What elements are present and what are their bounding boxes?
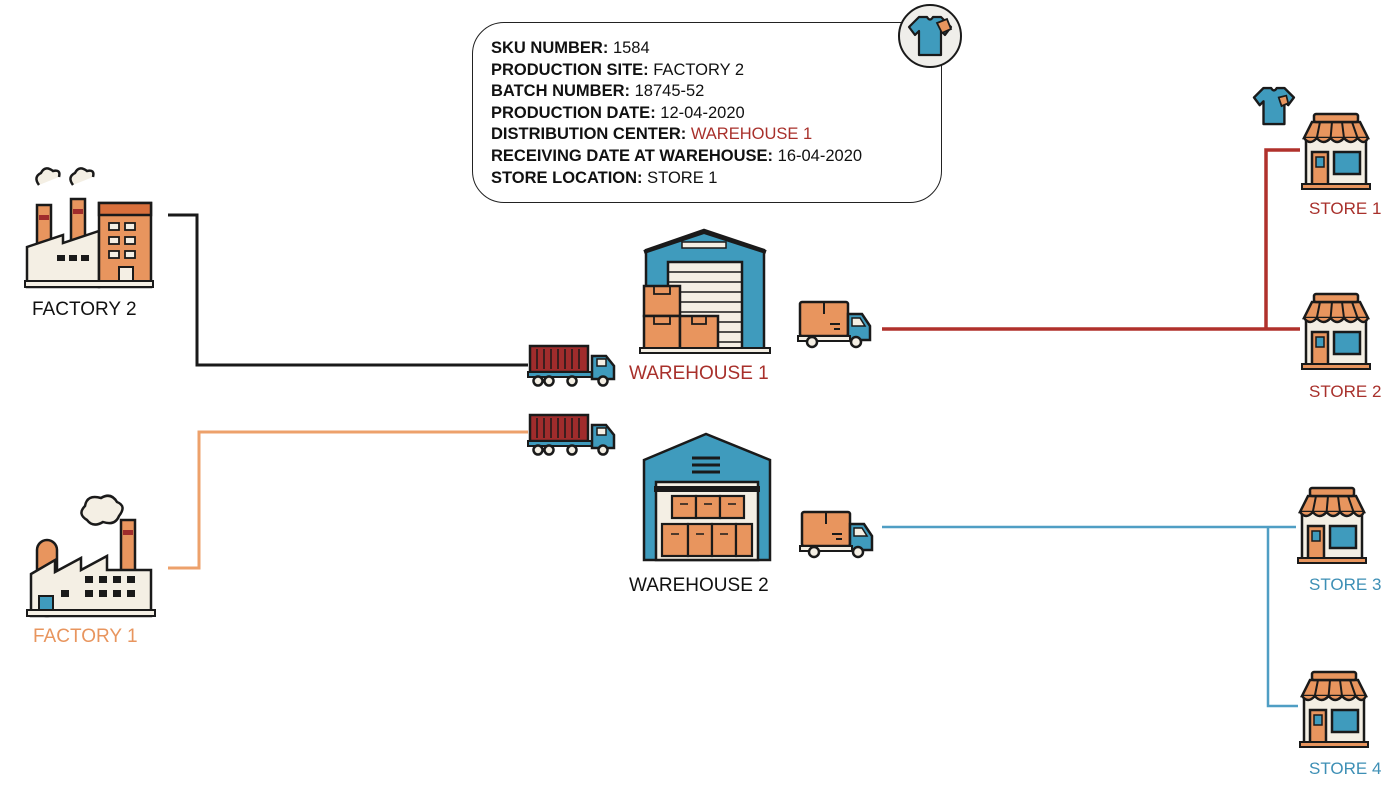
line-factory1-warehouse2 (168, 430, 528, 570)
line-warehouse2-store4 (1266, 527, 1298, 708)
product-trace-card: SKU NUMBER: 1584 PRODUCTION SITE: FACTOR… (472, 22, 942, 203)
store4-label: STORE 4 (1309, 759, 1382, 778)
store2-label: STORE 2 (1309, 382, 1382, 401)
info-key: DISTRIBUTION CENTER: (491, 125, 687, 144)
info-row-sku: SKU NUMBER: 1584 (491, 38, 941, 60)
store3-label: STORE 3 (1309, 575, 1382, 594)
warehouse2-label: WAREHOUSE 2 (629, 575, 769, 596)
tshirt-icon (1252, 86, 1296, 126)
tshirt-tag-icon (898, 4, 962, 68)
info-row-receiving-date: RECEIVING DATE AT WAREHOUSE: 16-04-2020 (491, 146, 941, 168)
info-row-distribution-center: DISTRIBUTION CENTER: WAREHOUSE 1 (491, 124, 941, 146)
info-value: 1584 (612, 39, 650, 57)
store4-icon (1298, 670, 1370, 749)
info-row-store-location: STORE LOCATION: STORE 1 (491, 168, 941, 190)
container-truck-icon (526, 344, 616, 387)
factory1-icon (26, 494, 156, 618)
line-warehouse1-store1 (1264, 148, 1300, 329)
info-key: BATCH NUMBER: (491, 82, 631, 101)
info-value: FACTORY 2 (653, 60, 745, 79)
factory2-label: FACTORY 2 (32, 299, 137, 320)
line-factory2-warehouse1 (168, 213, 528, 367)
store1-icon (1300, 112, 1372, 191)
delivery-van-icon (796, 300, 872, 349)
info-value: STORE 1 (647, 168, 718, 187)
info-key: PRODUCTION DATE: (491, 103, 656, 122)
delivery-van-icon (798, 510, 874, 559)
info-key: RECEIVING DATE AT WAREHOUSE: (491, 146, 774, 165)
warehouse1-label: WAREHOUSE 1 (629, 363, 769, 384)
info-row-production-date: PRODUCTION DATE: 12-04-2020 (491, 103, 941, 125)
factory1-label: FACTORY 1 (33, 626, 138, 647)
info-key: STORE LOCATION: (491, 168, 643, 187)
info-value: WAREHOUSE 1 (690, 125, 813, 144)
trace-details: SKU NUMBER: 1584 PRODUCTION SITE: FACTOR… (491, 38, 941, 189)
info-key: SKU NUMBER: (491, 39, 609, 57)
info-value: 16-04-2020 (777, 146, 863, 165)
info-row-production-site: PRODUCTION SITE: FACTORY 2 (491, 60, 941, 82)
store3-icon (1296, 486, 1368, 565)
factory2-icon (24, 167, 154, 289)
store1-label: STORE 1 (1309, 199, 1382, 218)
info-row-batch: BATCH NUMBER: 18745-52 (491, 81, 941, 103)
container-truck-icon (526, 413, 616, 456)
store2-icon (1300, 292, 1372, 371)
warehouse1-icon (639, 228, 771, 354)
warehouse2-icon (642, 432, 772, 562)
info-key: PRODUCTION SITE: (491, 60, 649, 79)
info-value: 12-04-2020 (660, 103, 745, 122)
info-value: 18745-52 (634, 82, 705, 101)
